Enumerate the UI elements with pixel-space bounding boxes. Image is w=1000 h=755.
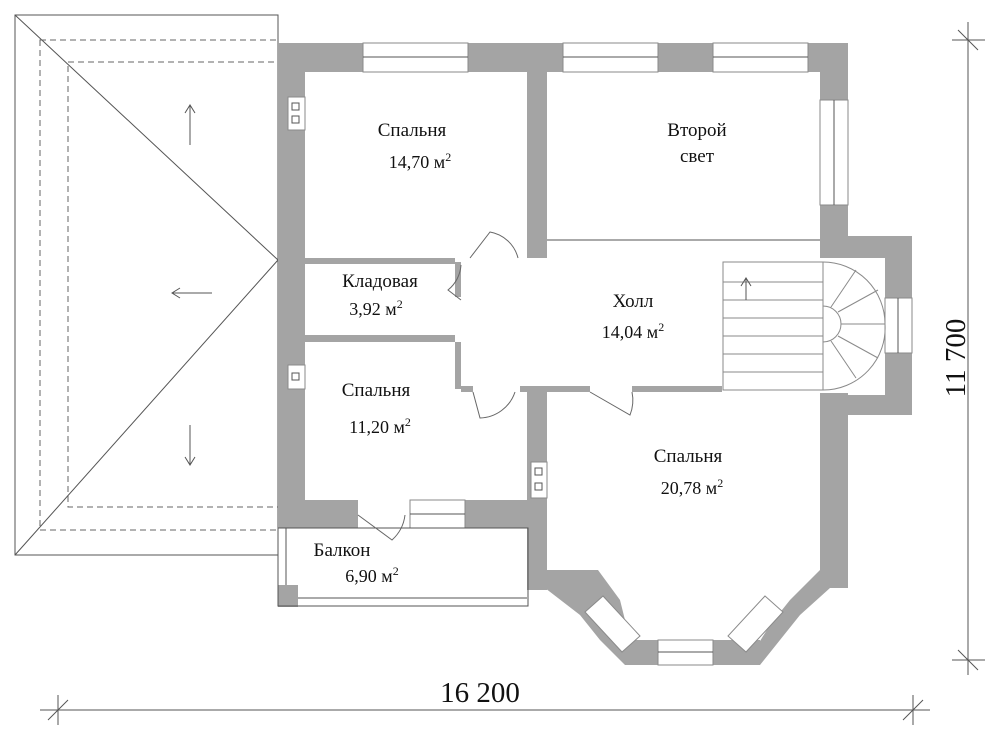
vent-shafts [287,96,548,499]
bedroom-3-label: Спальня [654,446,723,467]
width-dimension-label: 16 200 [440,677,520,709]
pantry-label: Кладовая [342,271,418,292]
bedroom-1-area: 14,70 м2 [389,150,451,172]
height-dimension-label: 11 700 [940,319,972,398]
bedroom-1-label: Спальня [378,120,447,141]
dimension-width: 16 200 [40,677,930,725]
dimension-height: 11 700 [940,22,985,675]
staircase [722,261,886,391]
room-labels: Спальня 14,70 м2 Второй свет Кладовая 3,… [314,120,727,586]
balcony [277,527,529,607]
stair-arrow-up-icon [740,277,752,300]
doors [357,231,634,541]
bedroom-3-area: 20,78 м2 [661,476,723,498]
balcony-label: Балкон [314,540,371,561]
balcony-area: 6,90 м2 [345,564,398,586]
bedroom-2-area: 11,20 м2 [349,415,411,437]
second-light-label-line1: Второй [667,120,726,141]
pantry-area: 3,92 м2 [349,297,402,319]
bedroom-2-label: Спальня [342,380,411,401]
slope-arrow-left-icon [171,287,212,299]
slope-arrow-down-icon [184,425,196,466]
slope-arrow-up-icon [184,104,196,145]
roof [14,14,279,556]
hall-area: 14,04 м2 [602,320,664,342]
hall-label: Холл [613,291,654,312]
second-light-label-line2: свет [680,146,715,167]
windows [362,42,913,666]
